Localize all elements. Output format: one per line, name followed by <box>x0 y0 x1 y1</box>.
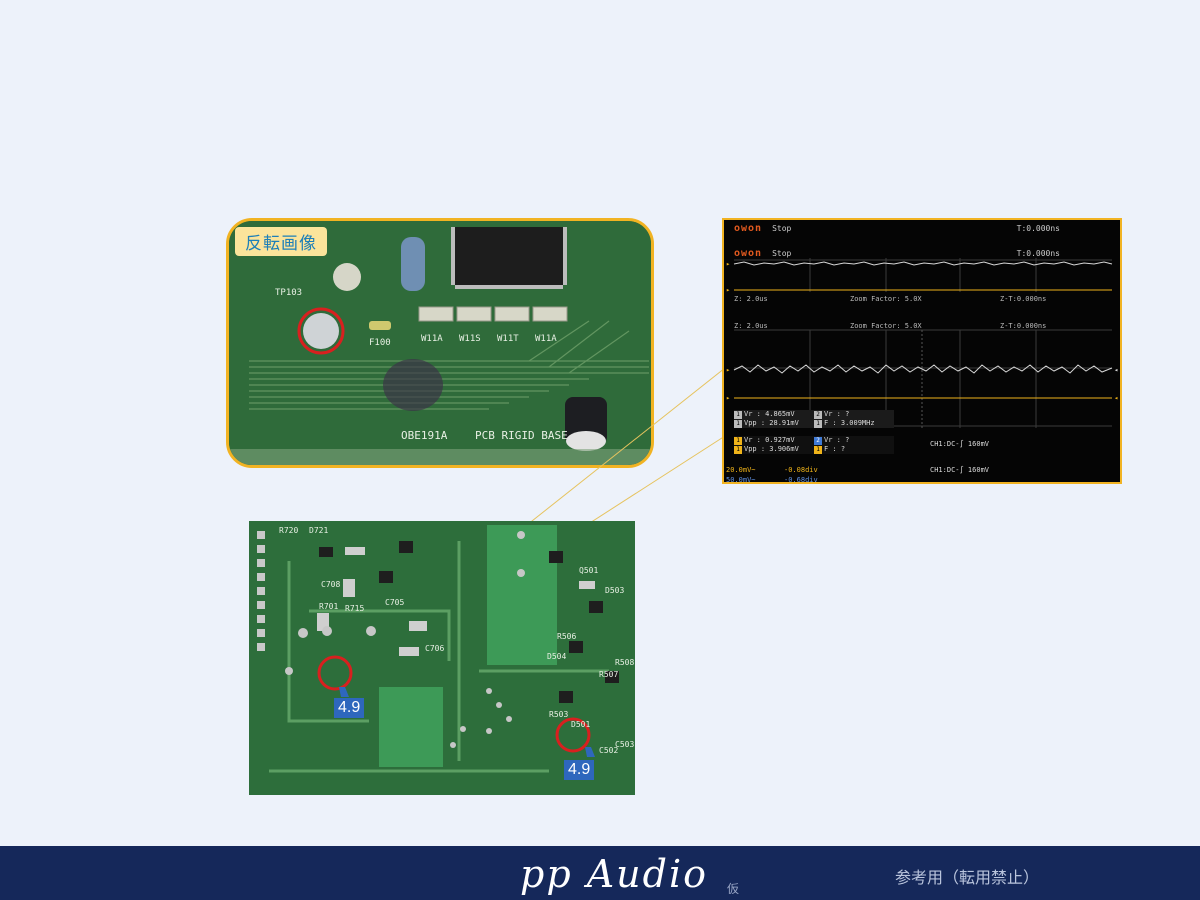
ch1-scale: 20.0mV~ <box>726 466 756 474</box>
zoom-time: Z-T:0.000ns <box>1000 295 1047 303</box>
time-base: Z: 2.0us <box>734 295 768 303</box>
scope-header-2: owon Stop T:0.000ns <box>724 247 1120 259</box>
voltage-label-left: 4.9 <box>334 698 365 718</box>
silk-c503: C503 <box>615 740 634 749</box>
svg-text:▸: ▸ <box>726 286 730 294</box>
usage-note: 参考用（転用禁止） <box>895 868 1040 887</box>
silk-r720: R720 <box>279 526 298 535</box>
trigger-info-1: CH1:DC-∫ 160mV <box>930 440 990 448</box>
run-state: Stop <box>772 223 792 233</box>
ic-chip <box>455 227 563 285</box>
voltage-label-right: 4.9 <box>564 760 595 780</box>
svg-text:◂: ◂ <box>1114 366 1118 374</box>
oscilloscope-screen: owon Stop T:0.000ns owon Stop T:0.000ns … <box>722 218 1122 484</box>
silk-f100: F100 <box>369 338 391 348</box>
silk-d501: D501 <box>571 720 590 729</box>
silk-r507: R507 <box>599 670 618 679</box>
ch1-offset: -0.08div <box>784 466 818 474</box>
blue-capacitor <box>401 237 425 291</box>
silk-tp103: TP103 <box>275 288 302 298</box>
svg-text:▸: ▸ <box>726 260 730 268</box>
meas-b-vr2: Vr : ? <box>824 436 850 444</box>
zoom-row-2: Z: 2.0us Zoom Factor: 5.0X Z-T:0.000ns <box>724 322 1120 332</box>
svg-text:◂: ◂ <box>1114 394 1118 402</box>
silk-c706: C706 <box>425 644 444 653</box>
silk-c708: C708 <box>321 580 340 589</box>
ch1-row: 20.0mV~ -0.08div CH1:DC-∫ 160mV <box>724 466 1120 476</box>
brand-sub: 仮 <box>727 882 740 896</box>
marker-ring-left <box>317 655 353 691</box>
silk-w11a-2: W11A <box>535 334 557 344</box>
trimmer <box>333 263 361 291</box>
svg-text:▸: ▸ <box>726 366 730 374</box>
svg-text:▸: ▸ <box>726 394 730 402</box>
silk-d504: D504 <box>547 652 566 661</box>
meas-a-f2: F : 3.009MHz <box>824 419 875 427</box>
meas-b-vr1: Vr : 0.927mV <box>744 436 795 444</box>
ch2-row: 50.0mV~ -0.68div <box>724 476 1120 484</box>
scope-waveforms: ▸ ▸ ▸ ▸ ◂ ◂ <box>726 258 1118 428</box>
scope-header-1: owon Stop T:0.000ns <box>724 222 1120 234</box>
footer-bar: pp Audio 仮 参考用（転用禁止） <box>0 846 1200 900</box>
silk-r503: R503 <box>549 710 568 719</box>
inverted-image-badge: 反転画像 <box>235 227 327 256</box>
silk-c502: C502 <box>599 746 618 755</box>
meas-a-vr2: Vr : ? <box>824 410 850 418</box>
time-base-2: Z: 2.0us <box>734 322 768 330</box>
silk-r506: R506 <box>557 632 576 641</box>
top-pcb-photo: TP103 F100 W11A W11S W11T W11A PCB RIGID… <box>226 218 654 468</box>
meas-b-vpp1: Vpp : 3.906mV <box>744 445 799 453</box>
bottom-pcb-drawing: R720 D721 C708 R701 R715 C705 C706 D501 … <box>249 521 635 795</box>
trigger-time-2: T:0.000ns <box>1016 248 1060 258</box>
silk-d503: D503 <box>605 586 624 595</box>
marker-ring-right <box>555 717 591 753</box>
silk-r715: R715 <box>345 604 364 613</box>
brand-logo: pp Audio <box>520 852 709 896</box>
silk-c705: C705 <box>385 598 404 607</box>
bottom-pcb-photo: R720 D721 C708 R701 R715 C705 C706 D501 … <box>249 521 635 795</box>
zoom-factor: Zoom Factor: 5.0X <box>850 295 922 303</box>
ch2-scale: 50.0mV~ <box>726 476 756 484</box>
silk-r508: R508 <box>615 658 634 667</box>
silk-pcb-rigid: PCB RIGID BASE <box>475 429 568 442</box>
meas-a-vpp1: Vpp : 28.91mV <box>744 419 799 427</box>
silk-d721: D721 <box>309 526 328 535</box>
owon-logo: owon <box>734 222 763 234</box>
trigger-info-2: CH1:DC-∫ 160mV <box>930 466 990 474</box>
silk-q501: Q501 <box>579 566 598 575</box>
silk-w11t: W11T <box>497 334 519 344</box>
silk-w11a: W11A <box>421 334 443 344</box>
zoom-time-2: Z-T:0.000ns <box>1000 322 1047 330</box>
top-pcb-drawing: TP103 F100 W11A W11S W11T W11A PCB RIGID… <box>229 221 651 465</box>
silk-w11s: W11S <box>459 334 481 344</box>
ch2-offset: -0.68div <box>784 476 818 484</box>
trigger-time: T:0.000ns <box>1016 223 1060 233</box>
meas-a-vr1: Vr : 4.865mV <box>744 410 795 418</box>
run-state-2: Stop <box>772 248 792 258</box>
marker-ring-top <box>297 307 345 355</box>
meas-b-f2: F : ? <box>824 445 846 453</box>
silk-r701: R701 <box>319 602 338 611</box>
zoom-row-1: Z: 2.0us Zoom Factor: 5.0X Z-T:0.000ns <box>724 295 1120 305</box>
silk-obe: OBE191A <box>401 429 448 442</box>
owon-logo-2: owon <box>734 247 763 259</box>
zoom-factor-2: Zoom Factor: 5.0X <box>850 322 922 330</box>
